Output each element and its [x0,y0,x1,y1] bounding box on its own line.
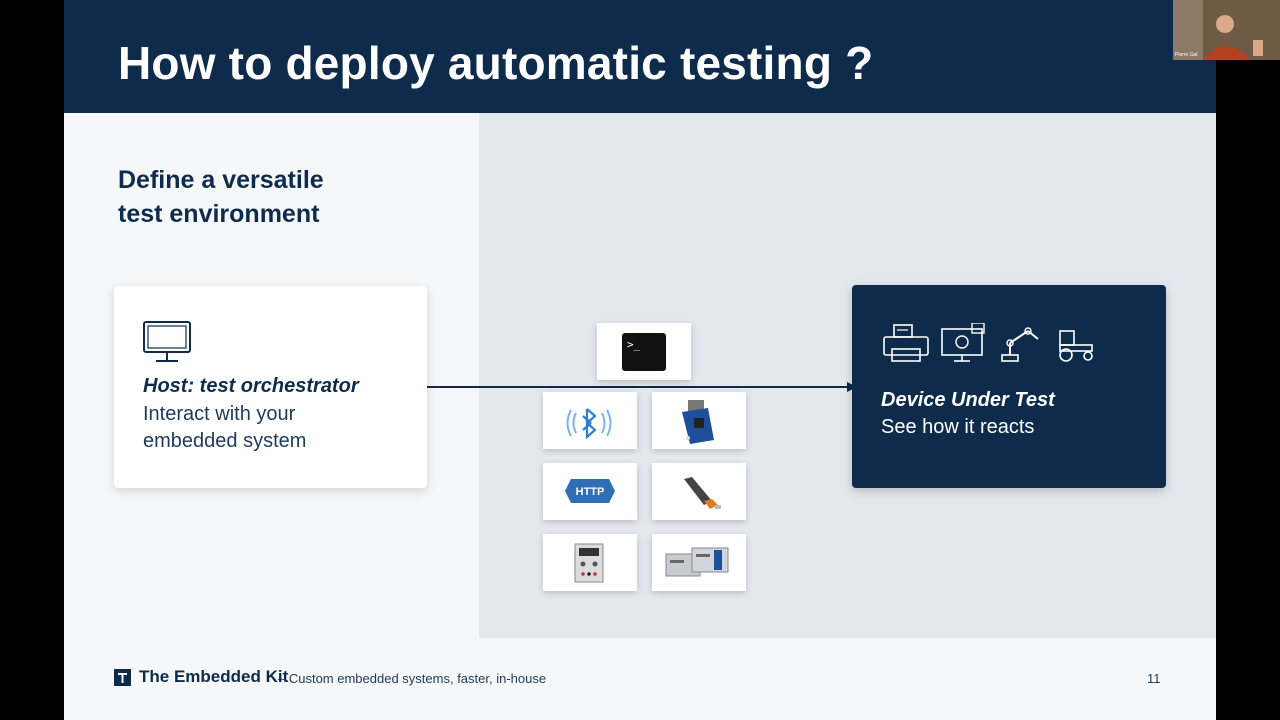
subtitle-line-2: test environment [118,200,320,228]
host-description: Interact with your embedded system [143,401,413,455]
can-interface-modules-image [665,547,729,577]
debug-board-tile [652,392,746,449]
title-bar: How to deploy automatic testing ? [64,0,1216,113]
usb-serial-cable-image [684,477,721,509]
tractor-icon [1059,330,1093,362]
host-desc-line-2: embedded system [143,430,307,452]
http-label: HTTP [576,486,605,498]
host-desc-line-1: Interact with your [143,403,296,425]
http-icon: HTTP [565,479,615,503]
dut-description: See how it reacts [881,416,1035,438]
dut-title: Device Under Test [881,389,1055,411]
dashboard-screen-icon [941,323,985,362]
can-modules-tile [652,534,746,591]
company-logo-icon [114,669,131,686]
connection-arrow [427,382,857,392]
terminal-icon: >_ [622,333,666,371]
dut-icons [882,323,1102,363]
presenter-video-image [1173,0,1280,60]
footer-tagline: – Custom embedded systems, faster, in-ho… [278,671,547,686]
dut-card: Device Under Test See how it reacts [852,285,1166,488]
monitor-icon [143,321,191,362]
subtitle-line-1: Define a versatile [118,166,324,194]
bluetooth-tile [543,392,637,449]
power-supply-image [574,543,604,583]
slide-subtitle: Define a versatile test environment [118,163,418,231]
printer-icon [883,324,929,362]
presentation-slide: How to deploy automatic testing ? Define… [64,0,1216,720]
terminal-tile: >_ [597,323,691,380]
bluetooth-icon [566,408,612,440]
robot-arm-icon [1001,327,1039,362]
debug-board-image [682,400,714,444]
footer-brand: The Embedded Kit [139,667,289,686]
power-supply-tile [543,534,637,591]
presenter-name-label: Pierre Gal [1175,52,1198,58]
usb-cable-tile [652,463,746,520]
slide-page-number: 11 [1147,671,1161,686]
slide-title: How to deploy automatic testing ? [118,37,874,89]
terminal-glyph: >_ [627,338,641,351]
webcam-thumbnail[interactable]: Pierre Gal [1173,0,1280,60]
http-tile: HTTP [543,463,637,520]
host-title: Host: test orchestrator [143,375,359,397]
host-card: Host: test orchestrator Interact with yo… [114,286,427,488]
